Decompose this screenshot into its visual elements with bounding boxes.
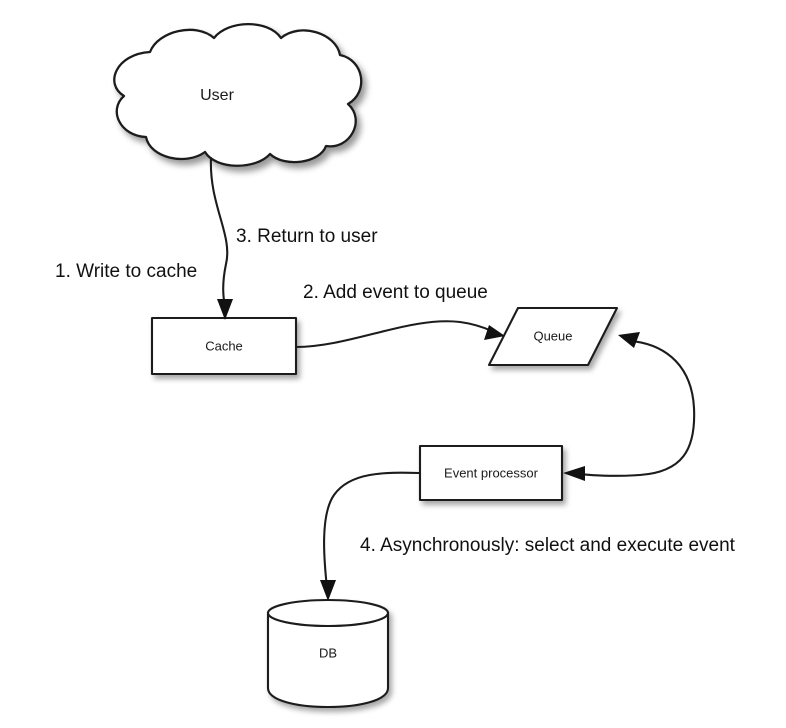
edge-event-processor-to-db bbox=[320, 471, 421, 601]
node-queue[interactable]: Queue bbox=[487, 306, 619, 367]
cache-box-shape bbox=[150, 316, 298, 376]
edge-event-processor-to-db-line bbox=[323, 471, 421, 590]
edge-event-processor-to-db-arrowhead bbox=[320, 580, 336, 601]
node-label-cache: Cache bbox=[205, 338, 243, 353]
step-label-3: 3. Return to user bbox=[236, 226, 378, 247]
step-label-4: 4. Asynchronously: select and execute ev… bbox=[360, 535, 736, 556]
node-user[interactable]: User bbox=[113, 22, 363, 167]
edge-cache-to-queue-arrowhead bbox=[484, 325, 505, 340]
node-label-db: DB bbox=[319, 645, 337, 660]
db-cylinder-shape bbox=[266, 598, 390, 709]
edge-cache-to-queue-line bbox=[294, 320, 494, 349]
edge-user-to-cache-arrowhead bbox=[217, 299, 233, 320]
node-label-user: User bbox=[200, 87, 234, 104]
node-label-queue: Queue bbox=[533, 328, 572, 343]
node-db[interactable]: DB bbox=[266, 598, 390, 709]
edge-event-processor-arrowhead bbox=[563, 466, 585, 481]
edge-queue-event-processor-line bbox=[576, 339, 696, 477]
user-cloud-shape bbox=[113, 22, 363, 167]
edge-user-to-cache-line bbox=[209, 156, 229, 310]
edge-user-to-cache bbox=[209, 156, 233, 320]
node-cache[interactable]: Cache bbox=[150, 316, 298, 376]
queue-parallelogram-shape bbox=[487, 306, 619, 367]
edge-queue-event-processor bbox=[563, 332, 696, 481]
node-event-processor[interactable]: Event processor bbox=[418, 444, 564, 502]
edge-cache-to-queue bbox=[294, 320, 505, 349]
step-label-1: 1. Write to cache bbox=[55, 261, 197, 282]
step-label-2: 2. Add event to queue bbox=[303, 282, 488, 303]
edge-queue-arrowhead bbox=[618, 332, 640, 348]
node-label-event-processor: Event processor bbox=[444, 465, 539, 480]
